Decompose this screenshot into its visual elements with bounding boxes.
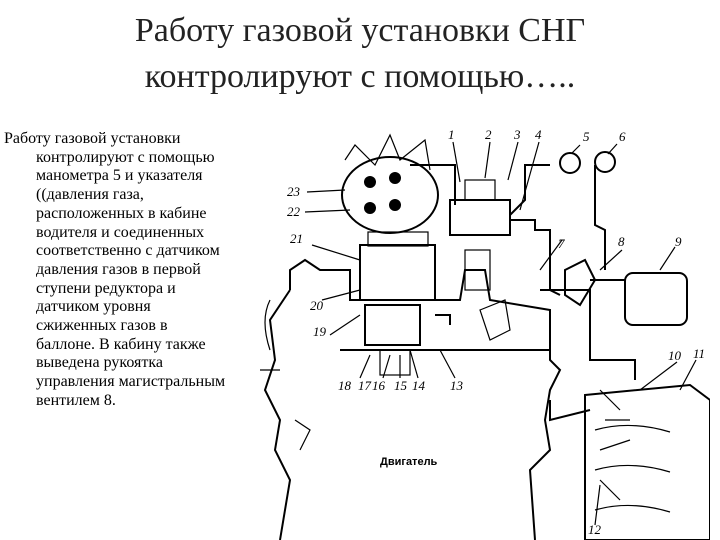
- callout-label: 12: [588, 522, 602, 537]
- vaporizer: [449, 199, 511, 236]
- callout-label: 3: [513, 127, 521, 142]
- callout-leaders: [304, 141, 697, 526]
- title-line-1: Работу газовой установки СНГ: [134, 12, 586, 49]
- gas-system-diagram: 1 2 3 4 5 6 7 8 9 10 11 12 13 14 15 16 1…: [260, 127, 710, 540]
- callout-label: 8: [618, 234, 625, 249]
- body-text: Работу газовой установки контролируют с …: [4, 130, 230, 411]
- callout-label: 19: [313, 324, 327, 339]
- callout-label: 22: [287, 204, 301, 219]
- callout-label: 7: [558, 236, 565, 251]
- callout-label: 9: [675, 234, 682, 249]
- callout-label: 13: [450, 378, 464, 393]
- distributor-terminal: [389, 199, 401, 211]
- level-gauge: [594, 151, 616, 173]
- slide-title: Работу газовой установки СНГ контролирую…: [0, 8, 720, 100]
- callout-label: 11: [693, 346, 705, 361]
- callout-label: 1: [448, 127, 455, 142]
- gas-cylinder: [584, 383, 710, 540]
- callout-label: 5: [583, 129, 590, 144]
- callout-label: 18: [338, 378, 352, 393]
- cylinder-hatch: [594, 424, 671, 513]
- reducer-body: [364, 304, 421, 346]
- callout-label: 21: [290, 231, 303, 246]
- mixer-top: [367, 231, 429, 247]
- distributor-cap: [341, 156, 439, 234]
- distributor-wires: [344, 133, 431, 171]
- callout-label: 14: [412, 378, 426, 393]
- engine-label: Двигатель: [380, 456, 438, 468]
- callout-label: 23: [287, 184, 301, 199]
- gas-tank-small: [624, 272, 688, 326]
- distributor-terminal: [364, 202, 376, 214]
- pressure-gauge: [559, 152, 581, 174]
- callout-label: 2: [485, 127, 492, 142]
- callout-label: 10: [668, 348, 682, 363]
- gas-lines: [340, 164, 636, 422]
- engine-outline: [263, 258, 562, 540]
- cylinder-valves: [599, 389, 631, 501]
- vaporizer-head: [464, 179, 496, 201]
- callout-label: 4: [535, 127, 542, 142]
- body-paragraph: Работу газовой установки контролируют с …: [4, 130, 226, 409]
- callout-label: 6: [619, 129, 626, 144]
- callout-label: 20: [310, 298, 324, 313]
- title-line-2: контролируют с помощью…..: [144, 58, 576, 95]
- distributor-terminal: [364, 176, 376, 188]
- filter: [464, 249, 491, 291]
- distributor-terminal: [389, 172, 401, 184]
- mixer-body: [359, 244, 436, 301]
- callout-label: 16: [372, 378, 386, 393]
- engine-detail: [260, 299, 511, 451]
- callout-label: 15: [394, 378, 408, 393]
- callout-label: 17: [358, 378, 372, 393]
